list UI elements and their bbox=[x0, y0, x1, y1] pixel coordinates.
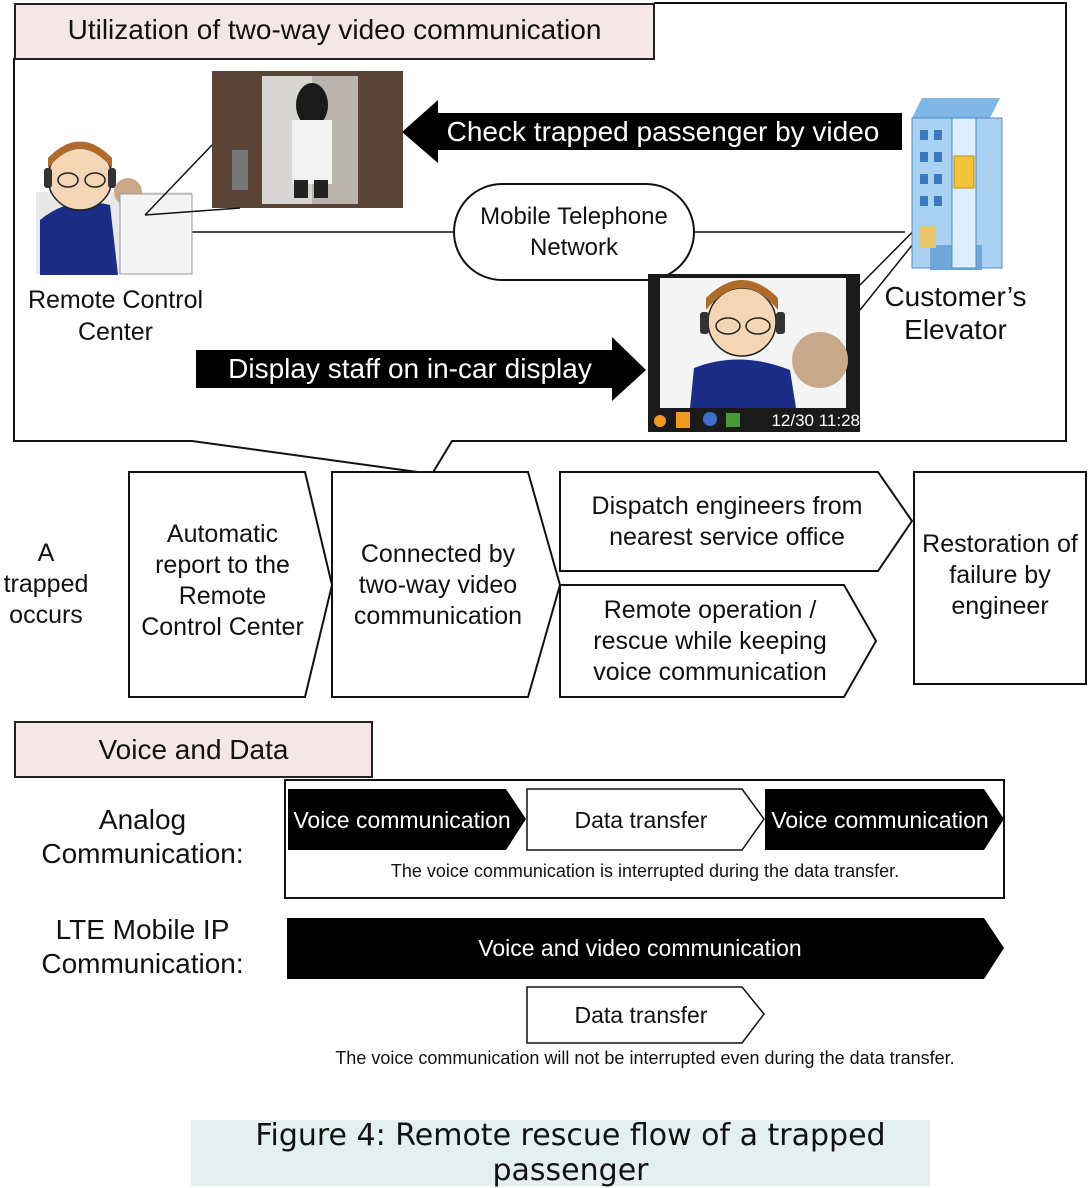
step3a-text: Dispatch engineers from nearest service … bbox=[591, 492, 863, 551]
analog-data-arrow bbox=[526, 788, 765, 851]
lte-data-label: Data transfer bbox=[574, 1001, 708, 1028]
display-arrow bbox=[196, 337, 646, 401]
elevator-camera-photo bbox=[212, 71, 403, 208]
analog-data-label: Data transfer bbox=[574, 806, 708, 833]
step2-text: Connected by two-way video communication bbox=[353, 539, 523, 630]
check-arrow bbox=[402, 100, 902, 163]
lte-voice-label: Voice and video communication bbox=[478, 934, 802, 961]
step2-shape bbox=[331, 471, 562, 698]
lte-note: The voice communication will not be inte… bbox=[335, 1047, 955, 1068]
step1-shape bbox=[128, 471, 334, 698]
lte-voice-arrow bbox=[287, 918, 1004, 979]
section2-title: Voice and Data bbox=[14, 721, 373, 778]
analog-voice2-arrow bbox=[765, 789, 1004, 850]
photo-pointer-b bbox=[144, 207, 241, 216]
analog-note: The voice communication is interrupted d… bbox=[390, 860, 900, 881]
flow-start-text: A trapped occurs bbox=[3, 538, 89, 629]
step3b-shape bbox=[559, 584, 878, 698]
network-bubble bbox=[453, 183, 695, 281]
figure-caption: Figure 4: Remote rescue flow of a trappe… bbox=[191, 1118, 930, 1188]
step1-text: Automatic report to the Remote Control C… bbox=[141, 520, 304, 641]
display-arrow-label: Display staff on in-car display bbox=[228, 353, 592, 384]
operator-illustration bbox=[36, 141, 193, 275]
network-label: Mobile Telephone Network bbox=[480, 203, 668, 261]
in-car-display bbox=[648, 274, 860, 432]
callout-frame bbox=[13, 2, 1067, 476]
analog-voice1-label: Voice communication bbox=[293, 806, 511, 833]
step4-shape bbox=[913, 471, 1087, 685]
remote-center-label: Remote Control Center bbox=[27, 286, 204, 346]
analog-label: Analog Communication: bbox=[41, 804, 244, 869]
step4-text: Restoration of failure by engineer bbox=[922, 529, 1078, 620]
lte-label: LTE Mobile IP Communication: bbox=[41, 914, 244, 979]
screen-status: 12/30 11:28 bbox=[771, 411, 860, 430]
check-arrow-label: Check trapped passenger by video bbox=[446, 116, 880, 147]
analog-voice1-arrow bbox=[288, 789, 526, 850]
customer-elevator-label: Customer’s Elevator bbox=[884, 281, 1027, 345]
lte-data-arrow bbox=[526, 986, 765, 1044]
photo-pointer-a bbox=[144, 144, 213, 216]
analog-voice2-label: Voice communication bbox=[771, 806, 989, 833]
section1-title: Utilization of two-way video communicati… bbox=[14, 3, 655, 60]
step3b-text: Remote operation / rescue while keeping … bbox=[593, 595, 827, 686]
building-illustration bbox=[911, 98, 1003, 270]
step3a-shape bbox=[559, 471, 914, 572]
